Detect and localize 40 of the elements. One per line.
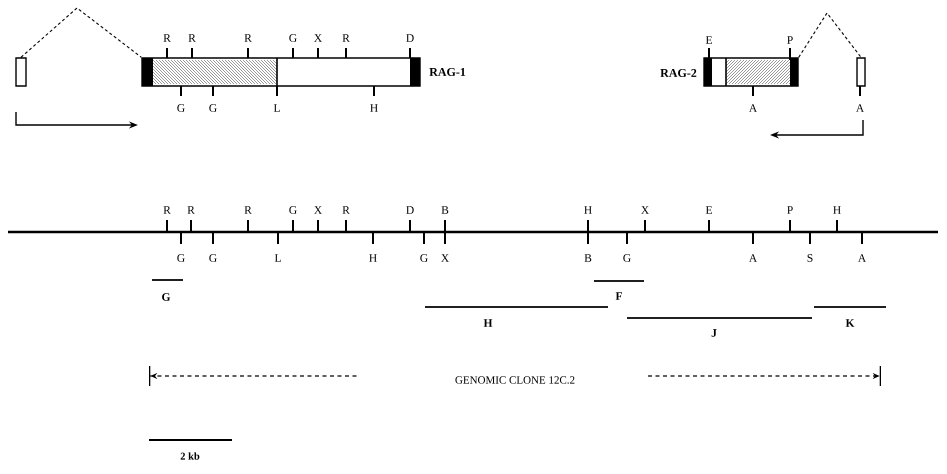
probe-label: F (616, 292, 622, 300)
probe-label: K (846, 319, 854, 327)
site-label: G (289, 206, 297, 214)
site-label: G (623, 254, 631, 262)
site-label: R (342, 206, 350, 214)
splice-line (798, 12, 862, 58)
site-label: G (177, 254, 185, 262)
site-label: H (584, 206, 592, 214)
site-label: X (441, 254, 449, 262)
site-label: L (274, 254, 281, 262)
node-label: A (856, 104, 864, 112)
gene-box: RAG-2 E P A (660, 36, 798, 112)
probe-label: J (712, 329, 717, 337)
site-label: G (420, 254, 428, 262)
gene-box (141, 57, 421, 87)
site-label: X (641, 206, 649, 214)
clone-label: GENOMIC CLONE 12C.2 (455, 376, 574, 384)
site-label: E (706, 206, 712, 214)
site-label: R (244, 206, 252, 214)
probe-label: G (162, 293, 170, 301)
exon-box (15, 57, 27, 87)
site-label: X (314, 206, 322, 214)
site-label: G (209, 254, 217, 262)
site-label: H (369, 254, 377, 262)
probe-label: H (484, 319, 492, 327)
site-label: D (406, 206, 414, 214)
site-label: R (188, 206, 195, 214)
gene-box (703, 57, 799, 87)
site-label: H (833, 206, 841, 214)
exon-box: A (856, 57, 866, 112)
site-label: A (858, 254, 866, 262)
splice-line (20, 7, 142, 58)
site-label: S (808, 254, 812, 262)
scale-label: 2 kb (180, 452, 200, 460)
gene-box: RAG-1 R R R G X R D G G L H (164, 34, 466, 112)
site-label: A (748, 254, 758, 262)
site-label: B (442, 206, 448, 214)
site-label: P (787, 206, 793, 214)
site-label: B (584, 254, 592, 262)
site-label: R (164, 206, 171, 214)
